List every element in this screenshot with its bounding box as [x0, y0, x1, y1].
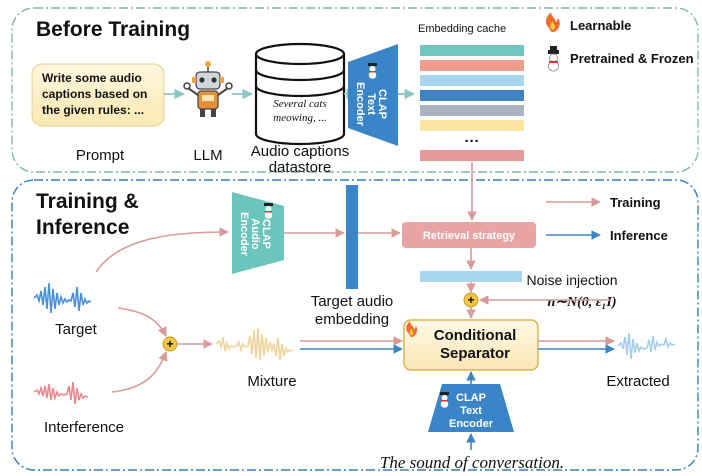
snowman-icon: [368, 63, 377, 79]
llm-label: LLM: [193, 147, 222, 164]
retrieval-strategy-box: [402, 222, 536, 248]
cache-entry: [420, 90, 524, 101]
legend-learnable-label: Learnable: [570, 18, 631, 33]
mix-add-node: +: [162, 336, 178, 352]
interference-label: Interference: [44, 419, 124, 436]
text-encoder-before-line1: CLAP: [376, 89, 388, 119]
datastore-text-line2: meowing, ...: [273, 112, 326, 124]
text-encoder-inf-line2: Text: [460, 405, 482, 417]
text-encoder-before-line2: Text: [365, 93, 377, 115]
separator-label-line2: Separator: [440, 345, 510, 362]
cache-entry: [420, 75, 524, 86]
text-encoder-inf-line1: CLAP: [456, 392, 486, 404]
target-waveform: [33, 282, 92, 314]
target-audio-embedding: [346, 185, 358, 289]
snowman-icon: [264, 203, 273, 219]
legend-inference: Inference: [546, 228, 668, 243]
legend-learnable: Learnable: [545, 12, 631, 33]
svg-text:+: +: [467, 293, 474, 307]
datastore-cylinder: Several cats meowing, ...: [254, 42, 346, 146]
legend-inference-label: Inference: [610, 228, 668, 243]
snowman-icon: [548, 46, 559, 72]
noise-injection-label: Noise injection: [526, 272, 617, 288]
cache-ellipsis: ···: [465, 133, 480, 150]
cache-entry: [420, 150, 524, 161]
noise-formula: n∼N(0, ε₁I): [547, 295, 616, 310]
audio-encoder-line3: Encoder: [238, 212, 250, 257]
legend-training-label: Training: [610, 195, 661, 210]
conditional-separator: [403, 319, 539, 371]
mixture-label: Mixture: [247, 373, 296, 390]
retrieved-embedding: [420, 271, 522, 282]
extracted-label: Extracted: [606, 373, 669, 390]
cache-entry: [420, 105, 524, 116]
before-training-section: [11, 7, 699, 173]
legend-frozen-label: Pretrained & Frozen: [570, 51, 694, 66]
datastore-label-line1: Audio captions: [251, 143, 349, 160]
snowman-icon: [440, 392, 449, 408]
mixture-waveform: [215, 327, 294, 361]
extracted-waveform: [617, 332, 676, 360]
audio-encoder-line2: Audio: [249, 218, 261, 249]
target-emb-label-line1: Target audio: [311, 293, 394, 310]
training-inference-section: [11, 179, 699, 471]
svg-text:+: +: [166, 337, 173, 351]
flame-icon: [406, 321, 418, 338]
embedding-cache: ···: [420, 45, 524, 161]
prompt-text-line2: captions based on: [42, 87, 147, 101]
legend-frozen: Pretrained & Frozen: [548, 46, 694, 72]
text-encoder-before-line3: Encoder: [354, 82, 366, 127]
target-label: Target: [55, 321, 98, 338]
prompt-text-line3: the given rules: ...: [42, 103, 144, 117]
cache-entry: [420, 120, 524, 131]
query-text: The sound of conversation.: [380, 453, 564, 472]
text-encoder-inf-line3: Encoder: [449, 418, 494, 430]
retrieval-strategy-label: Retrieval strategy: [423, 230, 516, 242]
separator-label-line1: Conditional: [434, 327, 517, 344]
interference-waveform: [33, 381, 89, 405]
clap-text-encoder-inference: CLAP Text Encoder: [428, 384, 514, 432]
prompt-label: Prompt: [76, 147, 125, 164]
target-emb-label-line2: embedding: [315, 311, 389, 328]
audio-encoder-line1: CLAP: [260, 219, 272, 249]
cache-entry: [420, 45, 524, 56]
legend-training: Training: [546, 195, 661, 210]
clap-audio-encoder: CLAP Audio Encoder: [232, 192, 284, 274]
embedding-cache-label: Embedding cache: [418, 23, 506, 35]
datastore-text-line1: Several cats: [273, 98, 326, 110]
robot-icon: [183, 61, 233, 117]
target-to-audio-encoder-line: [95, 227, 229, 273]
prompt-text-line1: Write some audio: [42, 71, 142, 85]
prompt-box: Write some audio captions based on the g…: [31, 63, 165, 127]
datastore-label-line2: datastore: [269, 159, 332, 176]
noise-add-node: +: [463, 292, 479, 308]
training-title-line2: Inference: [36, 216, 129, 239]
before-training-title: Before Training: [36, 18, 190, 41]
training-title-line1: Training &: [36, 190, 139, 213]
clap-text-encoder-before: CLAP Text Encoder: [348, 44, 398, 146]
cache-entry: [420, 60, 524, 71]
